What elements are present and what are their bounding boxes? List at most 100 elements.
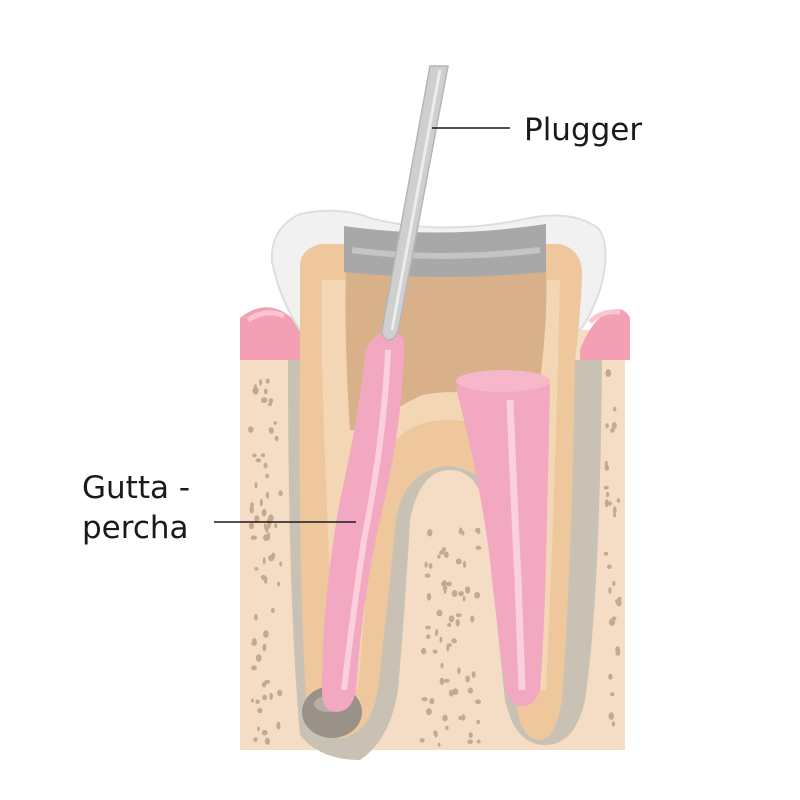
bone-pore bbox=[251, 638, 257, 646]
bone-pore bbox=[253, 737, 258, 742]
bone-pore bbox=[433, 730, 438, 736]
bone-pore bbox=[263, 388, 268, 395]
bone-pore bbox=[467, 739, 473, 744]
bone-pore bbox=[252, 386, 259, 395]
bone-pore bbox=[269, 692, 273, 701]
bone-pore bbox=[467, 687, 473, 694]
bone-pore bbox=[262, 694, 268, 701]
bone-pore bbox=[263, 462, 268, 469]
bone-pore bbox=[440, 662, 444, 669]
bone-pore bbox=[461, 714, 466, 721]
bone-pore bbox=[609, 618, 616, 626]
bone-pore bbox=[254, 482, 258, 489]
bone-pore bbox=[612, 506, 617, 515]
bone-pore bbox=[274, 435, 279, 442]
bone-pore bbox=[474, 592, 481, 599]
bone-pore bbox=[249, 505, 254, 514]
bone-pore bbox=[459, 527, 463, 534]
bone-pore bbox=[458, 591, 464, 597]
bone-pore bbox=[465, 586, 471, 594]
bone-pore bbox=[476, 719, 481, 725]
bone-pore bbox=[251, 665, 257, 671]
bone-pore bbox=[477, 527, 481, 535]
gutta-percha-label-line-2: percha bbox=[82, 510, 189, 546]
gum-right bbox=[580, 309, 630, 360]
bone-pore bbox=[612, 513, 617, 518]
bone-pore bbox=[612, 580, 616, 587]
bone-pore bbox=[616, 498, 621, 503]
bone-pore bbox=[268, 514, 274, 522]
bone-pore bbox=[255, 699, 260, 705]
bone-pore bbox=[611, 422, 617, 429]
bone-pore bbox=[264, 679, 271, 685]
bone-pore bbox=[476, 739, 481, 744]
bone-pore bbox=[603, 485, 609, 490]
bone-pore bbox=[608, 587, 612, 594]
bone-pore bbox=[437, 554, 441, 559]
bone-pore bbox=[604, 499, 609, 508]
bone-pore bbox=[255, 458, 262, 463]
bone-pore bbox=[277, 581, 281, 587]
bone-pore bbox=[611, 721, 616, 727]
bone-pore bbox=[615, 599, 620, 603]
gutta-percha-right bbox=[456, 372, 550, 706]
bone-pore bbox=[439, 677, 445, 685]
bone-pore bbox=[277, 689, 283, 697]
gum-left bbox=[240, 307, 310, 360]
bone-pore bbox=[419, 738, 425, 743]
bone-pore bbox=[604, 461, 608, 466]
bone-pore bbox=[455, 558, 462, 565]
bone-pore bbox=[271, 607, 275, 614]
gutta-percha-right-top bbox=[456, 370, 550, 392]
bone-pore bbox=[262, 643, 267, 652]
bone-pore bbox=[451, 638, 457, 644]
bone-pore bbox=[267, 402, 273, 407]
bone-pore bbox=[429, 698, 435, 705]
bone-pore bbox=[259, 498, 263, 507]
bone-pore bbox=[457, 667, 461, 675]
bone-pore bbox=[466, 675, 470, 683]
bone-pore bbox=[437, 742, 441, 747]
bone-pore bbox=[427, 529, 433, 537]
bone-pore bbox=[608, 712, 615, 720]
bone-pore bbox=[615, 648, 621, 656]
bone-pore bbox=[248, 426, 254, 433]
bone-pore bbox=[274, 523, 278, 528]
bone-pore bbox=[426, 593, 432, 601]
bone-pore bbox=[451, 590, 458, 597]
bone-pore bbox=[439, 550, 445, 555]
bone-pore bbox=[607, 564, 612, 569]
gutta-percha-label-line-1: Gutta - bbox=[82, 470, 191, 506]
bone-pore bbox=[447, 622, 452, 627]
bone-pore bbox=[439, 636, 443, 643]
bone-pores bbox=[248, 369, 622, 747]
bone-pore bbox=[458, 715, 462, 721]
bone-pore bbox=[448, 615, 455, 623]
bone-pore bbox=[446, 581, 452, 587]
bone-pore bbox=[273, 421, 277, 425]
plugger-label: Plugger bbox=[524, 112, 643, 148]
bone-pore bbox=[268, 398, 274, 403]
bone-pore bbox=[474, 699, 482, 704]
bone-pore bbox=[424, 561, 428, 568]
bone-pore bbox=[471, 671, 476, 678]
bone-pore bbox=[604, 464, 610, 471]
bone-pore bbox=[276, 721, 281, 730]
gutta-percha-label: Gutta - percha bbox=[82, 468, 190, 548]
bone-pore bbox=[262, 557, 266, 565]
bone-pore bbox=[432, 649, 438, 654]
bone-pore bbox=[268, 427, 274, 432]
bone-pore bbox=[261, 576, 268, 581]
bone-pore bbox=[444, 678, 450, 683]
bone-pore bbox=[251, 698, 254, 703]
bone-pore bbox=[421, 697, 428, 702]
bone-pore bbox=[425, 625, 431, 630]
filling-highlight bbox=[351, 247, 541, 259]
bone-pore bbox=[265, 525, 269, 533]
bone-pore bbox=[436, 609, 443, 617]
bone-pore bbox=[426, 708, 432, 716]
plugger-highlight bbox=[390, 69, 442, 331]
bone-pore bbox=[603, 551, 609, 556]
